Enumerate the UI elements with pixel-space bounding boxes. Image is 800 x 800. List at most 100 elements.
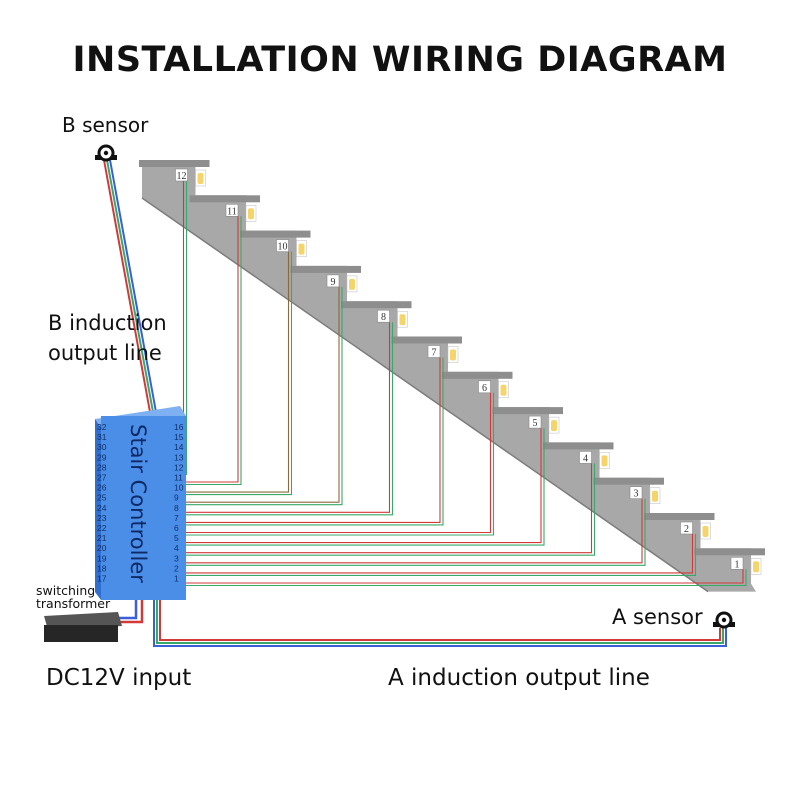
controller-terminal-left: 28: [97, 462, 107, 472]
transformer-body: [44, 625, 118, 642]
led-light: [349, 278, 355, 290]
stair-tread: [240, 230, 311, 238]
controller-terminal-left: 30: [97, 442, 107, 452]
switching-transformer-label: switching transformer: [36, 584, 110, 610]
step-wire-green: [186, 392, 495, 536]
b-induction-output-line-1: B induction: [48, 311, 167, 335]
step-number: 8: [381, 312, 386, 323]
b-sensor-icon: [95, 144, 117, 162]
step-number: 11: [227, 206, 237, 217]
step-number-badge: [225, 204, 239, 217]
step-number-badge: [427, 345, 441, 358]
step-wire-red: [186, 357, 441, 523]
led-light: [551, 420, 557, 432]
led-light: [298, 243, 305, 255]
b-sensor-cable-wire: [109, 159, 157, 413]
step-number-badge: [276, 239, 289, 252]
led-light: [399, 314, 406, 326]
led-light: [197, 173, 204, 184]
controller-terminal-right: 2: [174, 563, 179, 573]
stair-tread: [543, 442, 614, 450]
controller-terminal-left: 26: [97, 483, 107, 493]
step-wire-red: [186, 569, 744, 584]
sensor-wires: [103, 159, 727, 647]
stair-tread: [189, 195, 260, 203]
controller-front-face: [101, 416, 186, 600]
switching-transformer-label-line-2: transformer: [36, 596, 111, 611]
step-number: 12: [177, 171, 187, 182]
controller-terminal-right: 13: [174, 452, 184, 462]
controller-terminal-right: 8: [174, 503, 179, 513]
step-wire-green: [186, 322, 394, 516]
step-number: 10: [278, 242, 288, 253]
led-light: [652, 490, 658, 502]
step-wire-green: [185, 181, 188, 475]
step-number-badge: [629, 486, 643, 500]
stair-underside-edge: [141, 197, 709, 593]
controller-terminal-right: 11: [174, 473, 183, 483]
step-wire-green: [186, 251, 293, 496]
step-number-badge: [579, 451, 592, 464]
a-sensor-cable-wire: [153, 600, 727, 647]
led-light: [450, 349, 456, 361]
step-number: 1: [735, 559, 740, 570]
step-wire-green: [186, 534, 697, 576]
stair-tread: [290, 265, 361, 273]
controller-terminal-right: 4: [174, 543, 179, 553]
a-sensor-cable-wire: [159, 600, 721, 641]
step-wire-red: [186, 251, 290, 493]
controller-terminal-left: 20: [97, 543, 107, 553]
controller-terminal-left: 25: [97, 493, 107, 503]
controller-terminal-right: 5: [174, 533, 179, 543]
stair-tread: [593, 477, 664, 485]
step-wire-red: [186, 463, 593, 554]
step-wire-red: [186, 216, 239, 483]
stair-tread: [341, 301, 412, 309]
step-wire-red: [186, 322, 391, 513]
step-number-badge: [175, 168, 188, 182]
step-wire-green: [186, 498, 646, 566]
controller-terminal-right: 1: [174, 574, 179, 584]
step-wire-green: [186, 463, 596, 556]
step-number: 2: [684, 524, 689, 535]
controller-terminal-right: 3: [174, 553, 179, 563]
controller-terminal-right: 7: [174, 513, 179, 523]
led-light: [601, 455, 608, 467]
b-sensor-cable-wire: [103, 159, 151, 413]
step-wire-green: [186, 569, 747, 587]
controller-name: Stair Controller: [126, 424, 150, 583]
a-sensor-cable-wire: [156, 600, 724, 644]
sensor-lens: [103, 150, 109, 156]
step-wire-red: [186, 498, 643, 564]
controller-terminal-right: 14: [174, 442, 184, 452]
power-wire: [118, 598, 144, 624]
step-wire-red: [186, 428, 542, 544]
controller-terminal-left: 19: [97, 553, 107, 563]
controller-terminal-right: 10: [174, 483, 184, 493]
controller-terminal-right: 15: [174, 432, 184, 442]
stair-controller-box: 3231302928272625242322212019181716151413…: [95, 406, 186, 600]
controller-terminal-left: 27: [97, 473, 107, 483]
controller-terminal-right: 12: [174, 462, 184, 472]
switching-transformer-label-line-1: switching: [36, 583, 96, 598]
stair-tread: [492, 407, 563, 415]
b-induction-output-label: B induction output line: [48, 308, 167, 368]
step-wire-red: [186, 286, 340, 503]
controller-terminal-left: 23: [97, 513, 107, 523]
controller-terminal-right: 6: [174, 523, 179, 533]
led-light: [702, 526, 709, 537]
a-induction-output-label: A induction output line: [388, 665, 650, 691]
step-number: 4: [583, 453, 588, 464]
step-wire-green: [186, 428, 545, 546]
controller-terminal-left: 29: [97, 452, 107, 462]
controller-terminal-right: 16: [174, 422, 184, 432]
controller-terminal-left: 31: [97, 432, 107, 442]
step-number: 7: [432, 348, 437, 359]
step-number-badge: [528, 415, 542, 429]
switching-transformer: [44, 612, 122, 642]
b-sensor-label: B sensor: [62, 113, 149, 137]
controller-terminal-left: 21: [97, 533, 107, 543]
controller-side-face: [95, 419, 101, 600]
